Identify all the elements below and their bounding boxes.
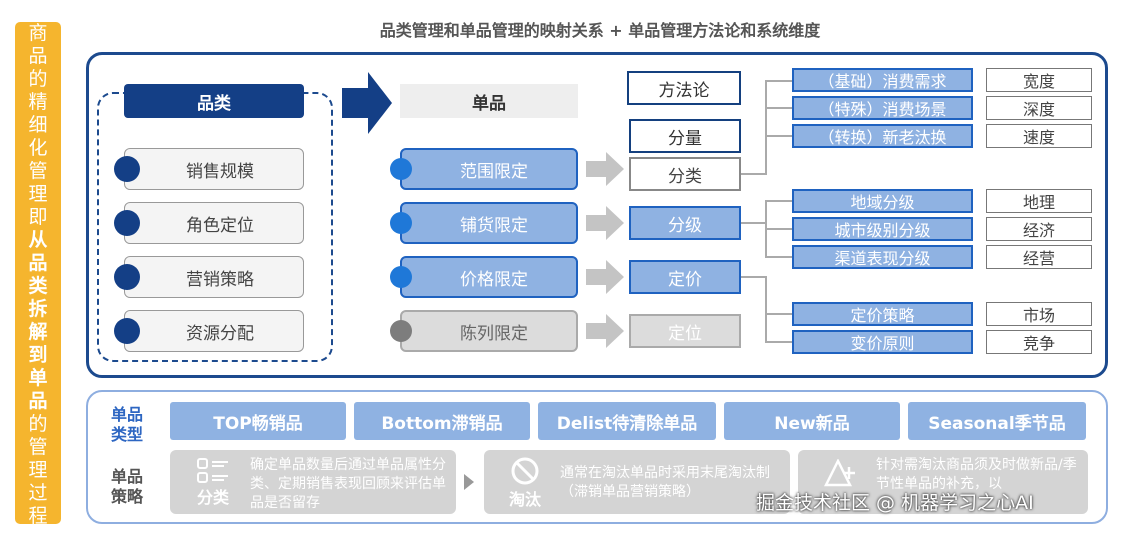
left-banner: 商品的精细化管理即 从品类拆解到单品 的管理过程 (15, 22, 61, 527)
pinlei-item-resource: 资源分配 (124, 310, 304, 352)
bullet-dot-icon (390, 212, 412, 234)
bullet-dot-icon (114, 210, 140, 236)
connector-line (741, 222, 766, 224)
connector-line (741, 173, 766, 175)
top-mapping-frame (86, 52, 1108, 378)
dimension-geography: 地理 (986, 189, 1092, 213)
strategy-icon-wrap: 分类 (184, 456, 242, 510)
banner-text-part2: 从品类拆解到单品 (28, 229, 48, 412)
bottom-frame (86, 390, 1108, 524)
dimension-competition: 竞争 (986, 330, 1092, 354)
strategy-icon-wrap (812, 454, 870, 494)
strategy-card-supplement: 针对需淘汰商品须及时做新品/季节性单品的补充，以 (798, 450, 1088, 514)
mid-fenlei: 分类 (629, 157, 741, 191)
bullet-dot-icon (390, 266, 412, 288)
add-item-icon (824, 459, 855, 487)
strategy-icon-wrap: 淘汰 (496, 456, 554, 510)
list-icon (197, 458, 228, 483)
strategy-text: 确定单品数量后通过单品属性分类、定期销售表现回顾来评估单品是否留存 (250, 457, 446, 511)
connector-line (765, 341, 792, 343)
connector-line (765, 107, 792, 109)
mid-dingjia: 定价 (629, 260, 741, 294)
right-item-channel-grade: 渠道表现分级 (792, 245, 973, 269)
type-bottom-seller: Bottom滞销品 (354, 402, 530, 440)
banner-text-part1: 商品的精细化管理即 (28, 22, 48, 228)
danpin-item-display: 陈列限定 (400, 310, 578, 352)
right-arrow-icon (586, 206, 624, 240)
pinlei-item-label: 资源分配 (186, 323, 254, 344)
right-arrow-icon (586, 152, 624, 186)
danpin-item-scope: 范围限定 (400, 148, 578, 190)
connector-line (765, 80, 767, 175)
connector-line (765, 200, 792, 202)
right-item-special-scene: （特殊）消费场景 (792, 96, 973, 120)
type-top-seller: TOP畅销品 (170, 402, 346, 440)
right-item-city-grade: 城市级别分级 (792, 217, 973, 241)
connector-line (741, 276, 766, 278)
bullet-dot-icon (390, 158, 412, 180)
prohibited-icon (511, 457, 539, 485)
dimension-economy: 经济 (986, 217, 1092, 241)
dimension-width: 宽度 (986, 68, 1092, 92)
right-item-pricing-strategy: 定价策略 (792, 302, 973, 326)
watermark: 掘金技术社区 @ 机器学习之心AI (756, 492, 1034, 514)
right-item-basic-demand: （基础）消费需求 (792, 68, 973, 92)
right-item-price-change: 变价原则 (792, 330, 973, 354)
mapping-arrow-icon (342, 72, 392, 134)
mid-dingwei: 定位 (629, 314, 741, 348)
pinlei-item-sales-scale: 销售规模 (124, 148, 304, 190)
danpin-item-label: 陈列限定 (460, 323, 528, 344)
strategy-text: 通常在淘汰单品时采用末尾淘汰制（滞销单品营销策略） (560, 465, 770, 500)
dimension-market: 市场 (986, 302, 1092, 326)
strategy-card-eliminate: 淘汰 通常在淘汰单品时采用末尾淘汰制（滞销单品营销策略） (484, 450, 790, 514)
bullet-dot-icon (114, 318, 140, 344)
bullet-dot-icon (114, 264, 140, 290)
strategy-text: 针对需淘汰商品须及时做新品/季节性单品的补充，以 (876, 457, 1077, 492)
banner-text-part3: 的管理过程 (28, 413, 48, 527)
connector-line (765, 276, 767, 342)
connector-line (765, 256, 792, 258)
pinlei-header: 品类 (124, 84, 304, 118)
strategy-icon-label: 淘汰 (508, 490, 541, 509)
bullet-dot-icon (390, 320, 412, 342)
page-title: 品类管理和单品管理的映射关系 + 单品管理方法论和系统维度 (379, 21, 821, 40)
strategy-section-label: 单品策略 (110, 467, 143, 506)
type-new: New新品 (724, 402, 900, 440)
bullet-dot-icon (114, 156, 140, 182)
pinlei-item-label: 营销策略 (186, 269, 254, 290)
dimension-operation: 经营 (986, 245, 1092, 269)
connector-line (765, 80, 792, 82)
connector-line (765, 135, 792, 137)
pinlei-item-label: 销售规模 (186, 161, 254, 182)
type-delist: Delist待清除单品 (538, 402, 716, 440)
pinlei-item-role: 角色定位 (124, 202, 304, 244)
dimension-depth: 深度 (986, 96, 1092, 120)
mid-fenji: 分级 (629, 206, 741, 240)
dimension-speed: 速度 (986, 124, 1092, 148)
connector-line (765, 228, 792, 230)
right-item-transition: （转换）新老汰换 (792, 124, 973, 148)
danpin-item-label: 铺货限定 (460, 215, 528, 236)
methodology-box: 方法论 (627, 71, 741, 105)
right-arrow-icon (586, 260, 624, 294)
right-item-region-grade: 地域分级 (792, 189, 973, 213)
right-arrow-icon (586, 314, 624, 348)
triangle-arrow-icon (464, 474, 474, 490)
danpin-item-price: 价格限定 (400, 256, 578, 298)
strategy-card-classify: 分类 确定单品数量后通过单品属性分类、定期销售表现回顾来评估单品是否留存 (170, 450, 456, 514)
connector-line (765, 313, 792, 315)
mid-fenliang: 分量 (629, 119, 741, 153)
danpin-header: 单品 (400, 84, 578, 118)
pinlei-item-marketing: 营销策略 (124, 256, 304, 298)
type-section-label: 单品类型 (110, 405, 143, 444)
strategy-icon-label: 分类 (196, 488, 229, 507)
danpin-item-label: 价格限定 (460, 269, 528, 290)
danpin-item-label: 范围限定 (460, 161, 528, 182)
pinlei-item-label: 角色定位 (186, 215, 254, 236)
type-seasonal: Seasonal季节品 (908, 402, 1086, 440)
danpin-item-distribution: 铺货限定 (400, 202, 578, 244)
